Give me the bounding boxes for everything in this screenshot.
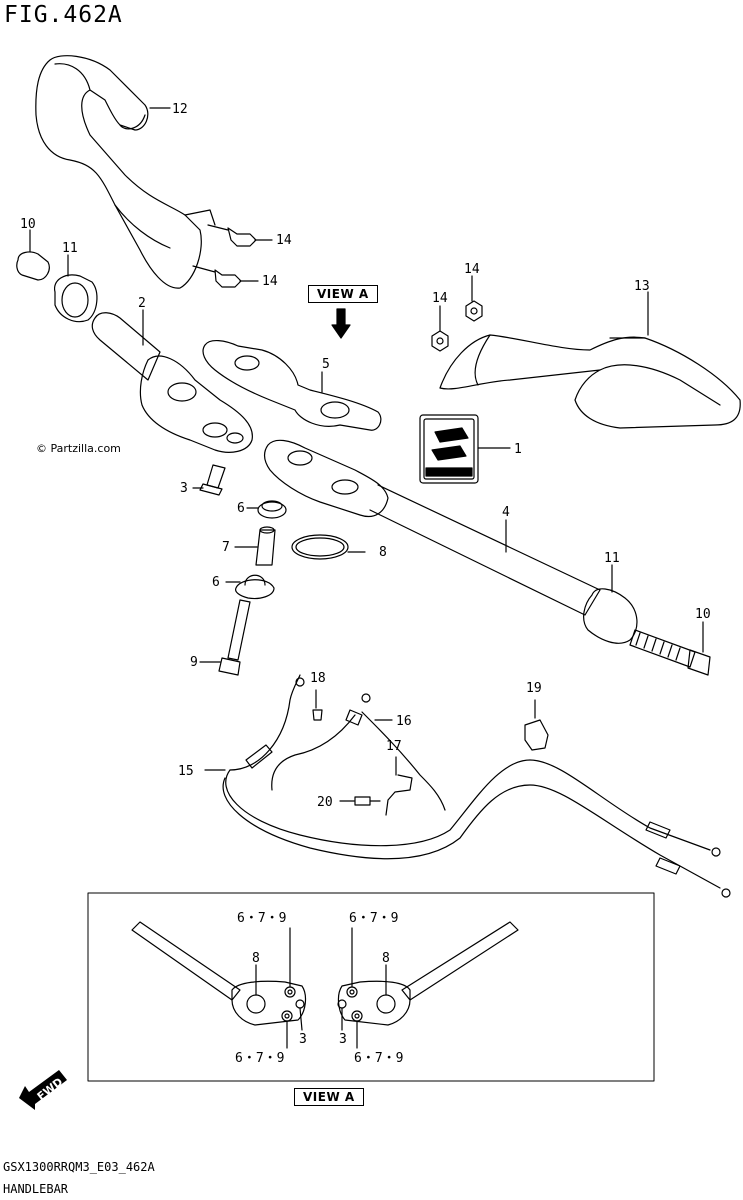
- callout-14-d: 14: [464, 262, 480, 277]
- part-8-o-ring: [291, 534, 366, 560]
- view-a-right-3: 3: [339, 1032, 347, 1047]
- part-18-screw: [295, 677, 323, 721]
- callout-3: 3: [180, 481, 188, 496]
- callout-5: 5: [322, 357, 330, 372]
- callout-13: 13: [634, 279, 650, 294]
- part-1-suzuki-emblem: [419, 414, 511, 484]
- part-10-bar-end-bolt-right: [629, 621, 711, 676]
- part-11-balancer-right: [583, 564, 638, 644]
- part-4-right-handlebar: [263, 439, 601, 616]
- fwd-arrow-icon: FWD: [19, 1070, 67, 1110]
- callout-10-right: 10: [695, 607, 711, 622]
- view-a-top-right-label: 6・7・9: [349, 911, 398, 926]
- part-5-handlebar-clamp: [202, 340, 382, 431]
- figure-name: HANDLEBAR: [3, 1182, 69, 1196]
- view-a-label-bottom: VIEW A: [294, 1088, 364, 1106]
- callout-20: 20: [317, 795, 333, 810]
- view-a-top-left-label: 6・7・9: [237, 911, 286, 926]
- watermark: © Partzilla.com: [36, 442, 121, 455]
- part-12-left-mirror: [35, 55, 216, 289]
- view-a-right-8: 8: [382, 951, 390, 966]
- part-2-left-handlebar: [91, 309, 253, 453]
- callout-11-left: 11: [62, 241, 78, 256]
- callout-16: 16: [396, 714, 412, 729]
- callout-12: 12: [172, 102, 188, 117]
- callout-6-upper: 6: [237, 501, 245, 516]
- callout-8: 8: [379, 545, 387, 560]
- part-14-nut-lower-left: [192, 265, 259, 288]
- part-14-nut-right-a: [431, 305, 449, 352]
- callout-19: 19: [526, 681, 542, 696]
- callout-4: 4: [502, 505, 510, 520]
- view-a-right-bar: [337, 921, 519, 1049]
- figure-title: FIG.462A: [4, 2, 123, 28]
- callout-11-right: 11: [604, 551, 620, 566]
- view-a-left-bar: [131, 921, 307, 1049]
- callout-14-a: 14: [276, 233, 292, 248]
- view-a-frame: [87, 892, 655, 1082]
- callout-10-left: 10: [20, 217, 36, 232]
- callout-6-lower: 6: [212, 575, 220, 590]
- part-7-spacer: [234, 526, 276, 566]
- view-a-left-3: 3: [299, 1032, 307, 1047]
- callout-9: 9: [190, 655, 198, 670]
- part-20-bolt: [339, 796, 381, 806]
- callout-14-c: 14: [432, 291, 448, 306]
- view-a-bottom-right-label: 6・7・9: [354, 1051, 403, 1066]
- callout-1: 1: [514, 442, 522, 457]
- callout-14-b: 14: [262, 274, 278, 289]
- view-a-arrow: [331, 308, 351, 339]
- view-a-left-8: 8: [252, 951, 260, 966]
- part-14-nut-upper-left: [207, 224, 273, 247]
- callout-2: 2: [138, 296, 146, 311]
- callout-15: 15: [178, 764, 194, 779]
- part-9-bolt: [199, 599, 251, 676]
- part-10-bar-end-bolt-left: [16, 229, 50, 281]
- model-code: GSX1300RRQM3_E03_462A: [3, 1160, 155, 1174]
- part-17-bracket: [385, 756, 413, 816]
- part-6-cushion-upper: [246, 500, 287, 519]
- part-15-throttle-cable: [204, 674, 731, 898]
- part-3-screw: [192, 464, 226, 496]
- part-6-cushion-lower: [225, 574, 275, 600]
- part-11-balancer-left: [54, 254, 98, 323]
- callout-17: 17: [386, 739, 402, 754]
- callout-7: 7: [222, 540, 230, 555]
- part-16-cable-tube: [271, 693, 446, 811]
- part-14-nut-right-b: [465, 275, 483, 322]
- view-a-bottom-left-label: 6・7・9: [235, 1051, 284, 1066]
- callout-18: 18: [310, 671, 326, 686]
- part-13-right-mirror: [439, 291, 741, 429]
- part-19-clamp: [524, 699, 549, 751]
- view-a-label-top: VIEW A: [308, 285, 378, 303]
